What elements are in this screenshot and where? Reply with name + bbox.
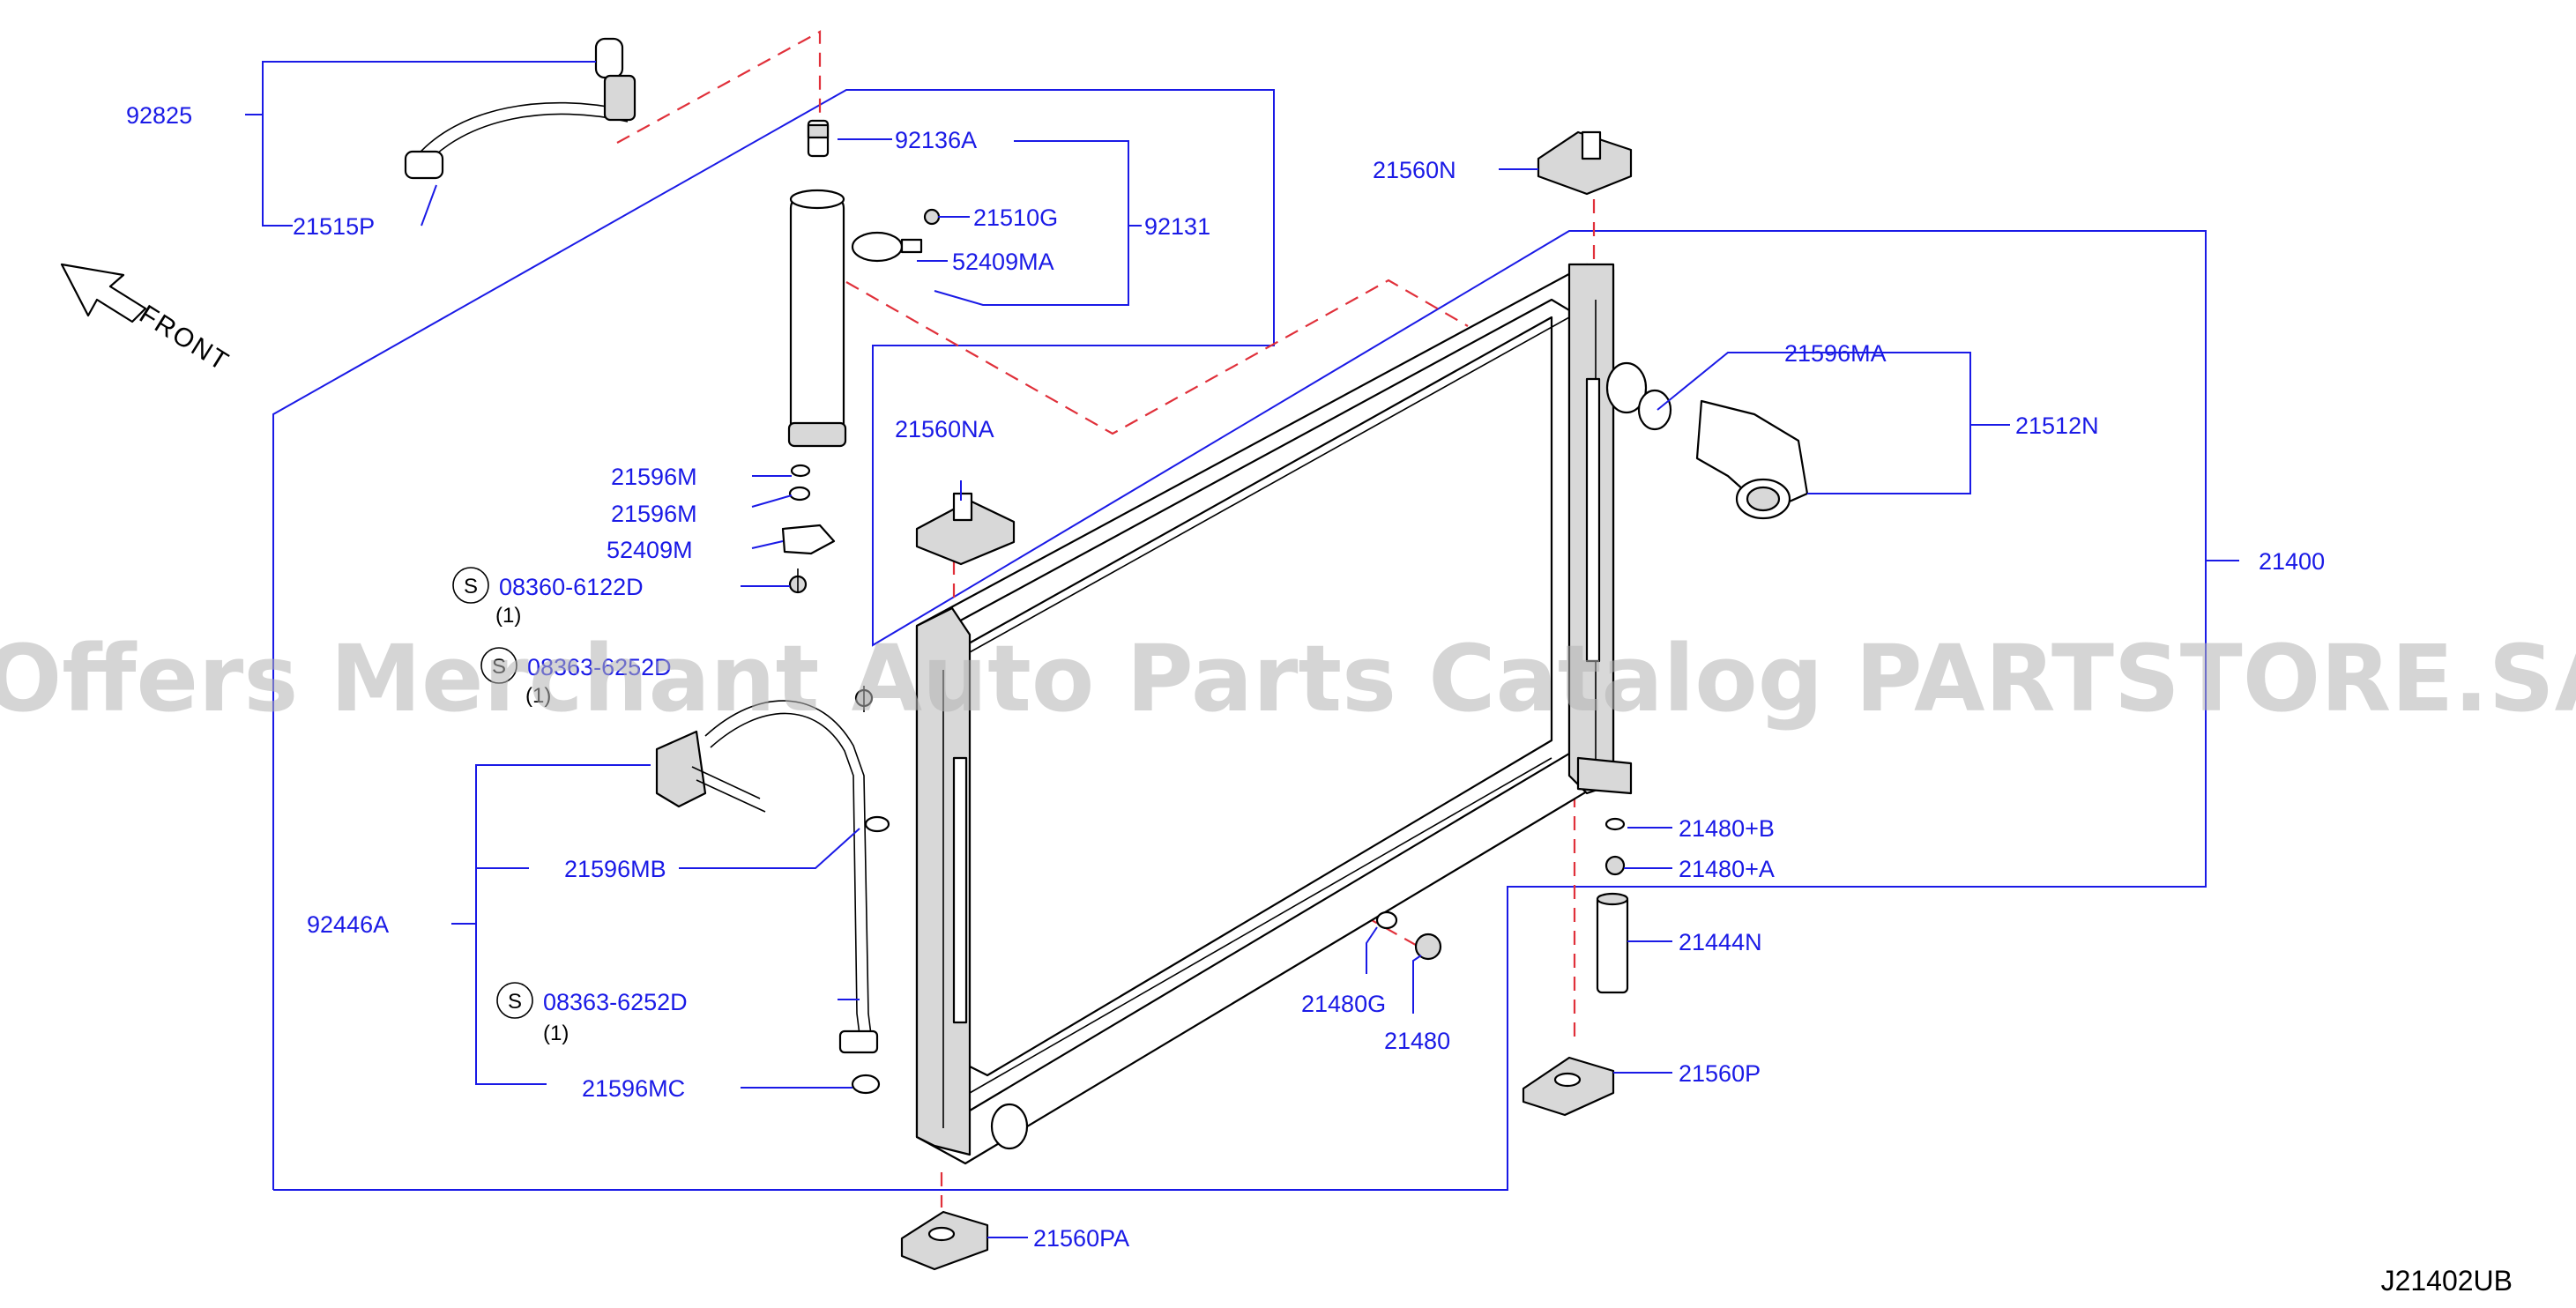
part-labels: 92825 21515P 92136A 21510G 52409MA 92131… — [126, 102, 2325, 1252]
part-label-21596MC[interactable]: 21596MC — [582, 1075, 685, 1102]
part-label-21444N[interactable]: 21444N — [1679, 929, 1762, 955]
part-label-92131[interactable]: 92131 — [1144, 213, 1210, 240]
part-label-92446A[interactable]: 92446A — [307, 911, 389, 938]
screw-symbol-1: S — [464, 575, 478, 598]
watermark: Offers Merchant Auto Parts Catalog PARTS… — [0, 625, 2576, 732]
screw-symbol-3: S — [492, 655, 506, 679]
part-label-21515P[interactable]: 21515P — [293, 213, 375, 240]
screw-symbol-2: S — [508, 990, 522, 1014]
part-label-21596M-1[interactable]: 21596M — [611, 464, 697, 490]
mount-21560P-icon — [1522, 1056, 1615, 1117]
mount-21560PA-icon — [900, 1210, 989, 1271]
front-arrow-icon — [60, 263, 147, 323]
receiver-drier-icon — [787, 119, 847, 448]
screw-symbol-group: S S S — [452, 567, 533, 1019]
part-label-21400[interactable]: 21400 — [2259, 548, 2325, 575]
small-parts-icons — [781, 389, 1672, 1095]
bolt-21510G-icon — [923, 208, 941, 226]
figure-code: J21402UB — [2381, 1265, 2513, 1297]
leader-lines — [245, 61, 2239, 1238]
part-label-21560PA[interactable]: 21560PA — [1033, 1225, 1129, 1252]
part-label-21560NA[interactable]: 21560NA — [895, 416, 994, 442]
mount-21560NA-icon — [915, 492, 1016, 566]
mount-21560N-icon — [1537, 130, 1633, 196]
outlet-hose-icon — [1695, 399, 1809, 520]
part-label-21512N[interactable]: 21512N — [2015, 412, 2099, 439]
part-qty-08363-6252D-upper: (1) — [525, 684, 551, 708]
part-label-21510G[interactable]: 21510G — [973, 204, 1058, 231]
ac-pipe-icon — [655, 700, 879, 1054]
radiator-icon — [915, 263, 1648, 1165]
assembly-outline — [272, 89, 2207, 1191]
part-label-21596MA[interactable]: 21596MA — [1784, 340, 1887, 367]
part-label-21480B[interactable]: 21480+B — [1679, 815, 1775, 842]
part-label-08363-6252D-upper[interactable]: 08363-6252D — [527, 654, 672, 680]
part-label-52409M[interactable]: 52409M — [607, 537, 693, 563]
part-label-08363-6252D-lower[interactable]: 08363-6252D — [543, 989, 688, 1015]
part-label-92825[interactable]: 92825 — [126, 102, 192, 129]
part-label-21596MB[interactable]: 21596MB — [564, 856, 666, 882]
part-label-21480A[interactable]: 21480+A — [1679, 856, 1775, 882]
part-label-92136A[interactable]: 92136A — [895, 127, 977, 153]
part-qty-08360-6122D: (1) — [495, 604, 521, 628]
sensor-harness-icon — [404, 37, 637, 180]
part-label-21560P[interactable]: 21560P — [1679, 1060, 1761, 1087]
bracket-52409MA-icon — [851, 231, 923, 263]
part-label-21480[interactable]: 21480 — [1384, 1028, 1450, 1054]
part-label-21480G[interactable]: 21480G — [1301, 991, 1386, 1017]
part-label-52409MA[interactable]: 52409MA — [952, 249, 1054, 275]
part-label-08360-6122D[interactable]: 08360-6122D — [499, 574, 644, 600]
part-qty-08363-6252D-lower: (1) — [543, 1022, 569, 1045]
part-label-21596M-2[interactable]: 21596M — [611, 501, 697, 527]
front-label: FRONT — [134, 300, 235, 377]
part-label-21560N[interactable]: 21560N — [1373, 157, 1456, 183]
